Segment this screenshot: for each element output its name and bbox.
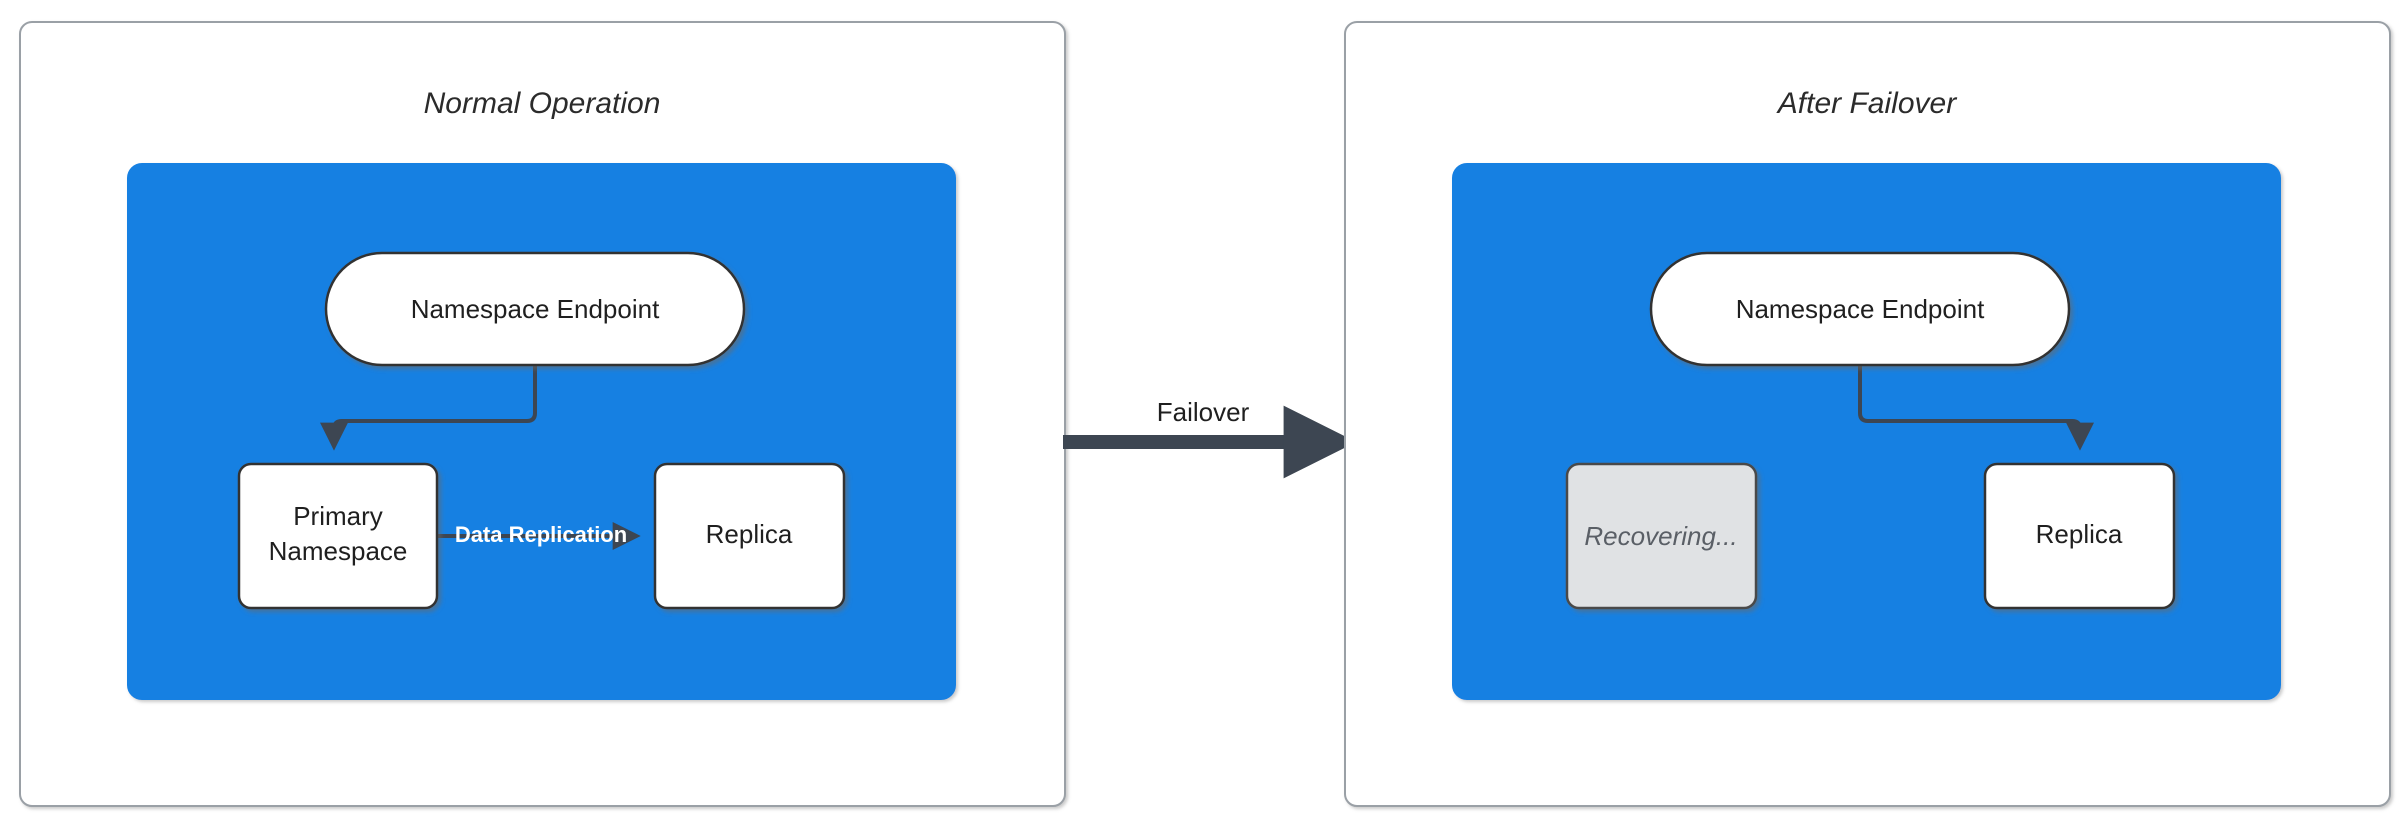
zone-after-failover <box>1452 163 2281 700</box>
node-primary-namespace-label-line2: Namespace <box>269 536 408 566</box>
edge-label-data-replication: Data Replication <box>455 522 627 547</box>
connector-endpoint-to-replica <box>1858 365 2094 451</box>
panel-title-normal-operation: Normal Operation <box>424 87 661 120</box>
node-replica-right[interactable]: Replica <box>1983 462 2176 610</box>
node-recovering-label: Recovering... <box>1584 521 1737 551</box>
node-primary-namespace-shape[interactable] <box>237 462 439 610</box>
zone-normal-operation <box>127 163 956 700</box>
node-endpoint-right-label: Namespace Endpoint <box>1736 294 1985 324</box>
node-recovering[interactable]: Recovering... <box>1565 462 1758 610</box>
node-primary-namespace-label-line1: Primary <box>293 501 383 531</box>
node-endpoint-left-shape[interactable] <box>324 251 746 367</box>
node-replica-right-label: Replica <box>2036 519 2123 549</box>
node-recovering-shape[interactable] <box>1565 462 1758 610</box>
node-endpoint-left[interactable]: Namespace Endpoint <box>324 251 746 367</box>
panel-normal-operation: Normal Operation Data Replication Namesp… <box>19 21 1066 807</box>
node-primary-namespace[interactable]: Primary Namespace <box>237 462 439 610</box>
node-replica-left[interactable]: Replica <box>653 462 846 610</box>
transition-failover: Failover <box>1063 397 1357 479</box>
node-replica-left-label: Replica <box>706 519 793 549</box>
node-replica-left-shape[interactable] <box>653 462 846 610</box>
transition-label: Failover <box>1157 397 1250 427</box>
panel-title-after-failover: After Failover <box>1776 87 1957 120</box>
panel-after-failover: After Failover Namespace Endpoint Recove… <box>1344 21 2391 807</box>
connector-endpoint-to-primary <box>320 365 537 451</box>
node-endpoint-right-shape[interactable] <box>1649 251 2071 367</box>
node-replica-right-shape[interactable] <box>1983 462 2176 610</box>
node-endpoint-left-label: Namespace Endpoint <box>411 294 660 324</box>
node-endpoint-right[interactable]: Namespace Endpoint <box>1649 251 2071 367</box>
